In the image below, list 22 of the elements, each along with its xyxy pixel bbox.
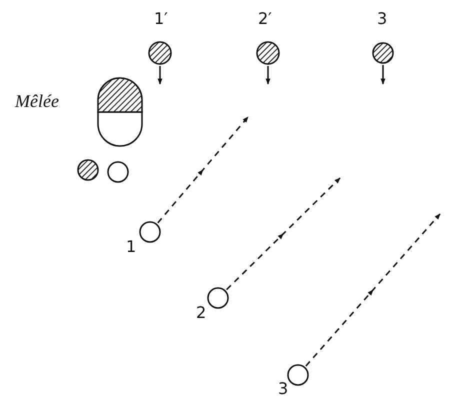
scrum-drawing [97,77,143,147]
defender-circle [148,41,172,65]
defender-circle [256,41,280,65]
player-number: 2 [196,304,206,322]
attacker-circle [139,221,161,243]
player-number: 3 [278,380,288,398]
run-arrow [157,116,249,224]
player-circle [107,161,129,183]
arrow [158,66,162,85]
defender-circle [372,42,394,64]
arrow [380,65,386,85]
run-arrow [226,177,341,290]
attacker-circle [287,364,309,386]
player-number: 3 [377,10,388,28]
arrow [266,66,270,85]
player-number: 1 [126,238,136,256]
player-number: 1′ [154,10,168,28]
player-circle [77,159,99,181]
player-number: 2′ [258,10,272,28]
attacker-circle [207,287,229,309]
run-arrow [305,214,441,366]
scrum-label: Mêlée [15,92,59,110]
